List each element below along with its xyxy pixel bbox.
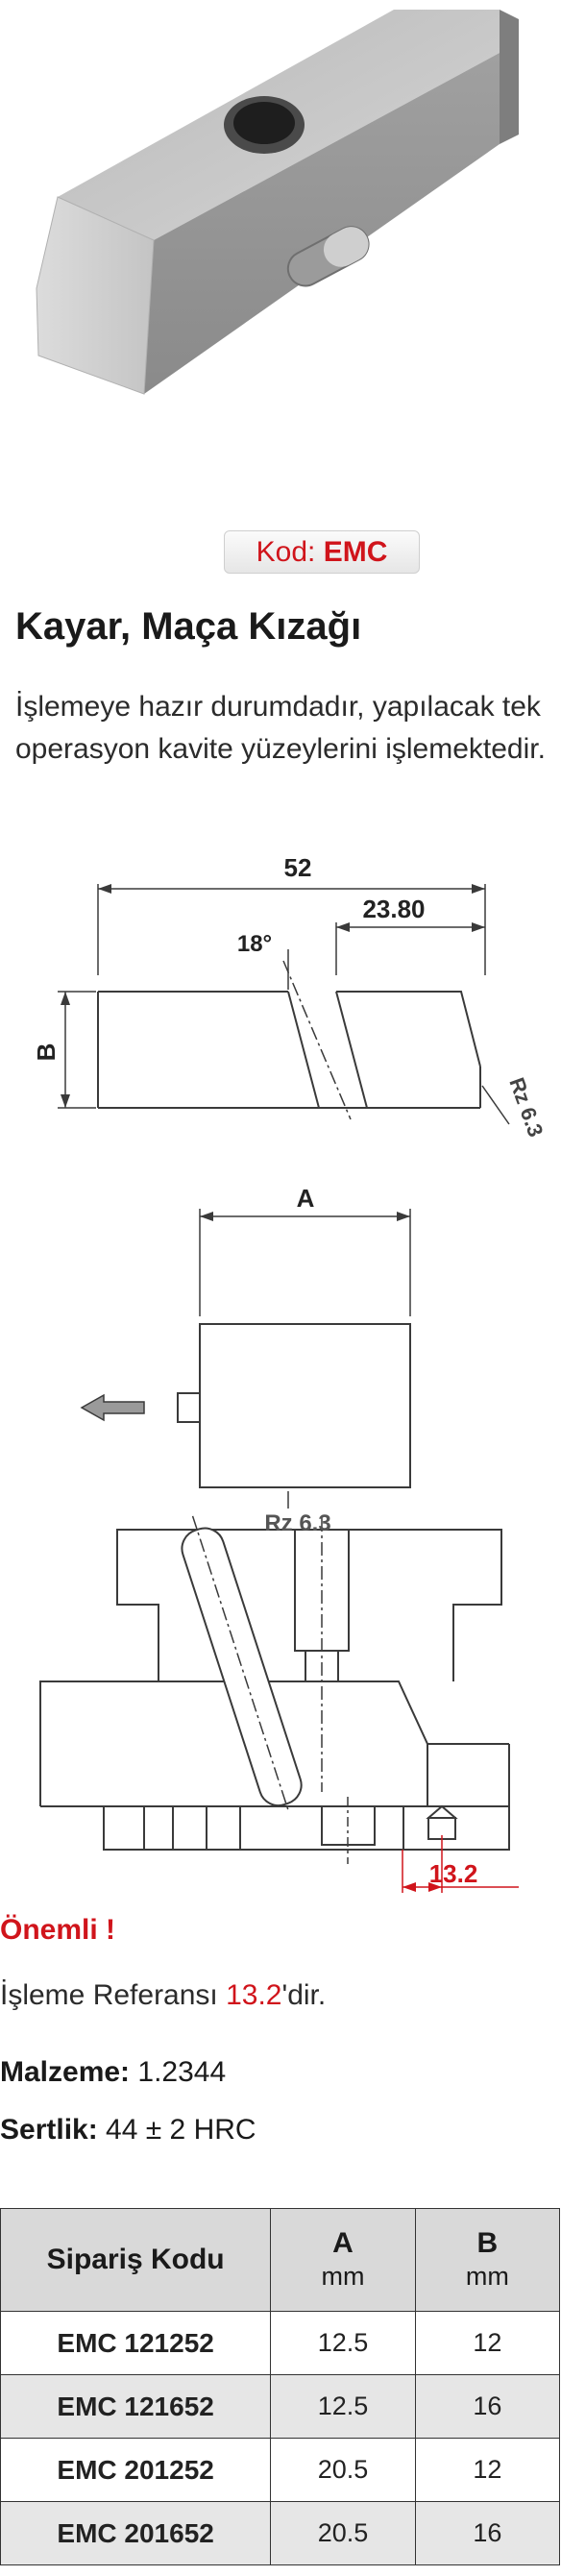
side-view-drawing (58, 884, 510, 1125)
hardness-line: Sertlik: 44 ± 2 HRC (0, 2114, 256, 2147)
header-b-unit: mm (465, 2262, 509, 2291)
dim-23-80-label: 23.80 (362, 895, 425, 923)
material-label: Malzeme: (0, 2056, 131, 2088)
rz-side-label: Rz 6.3 (504, 1074, 548, 1140)
ref-value: 13.2 (226, 1979, 282, 2011)
header-b-label: B (476, 2227, 499, 2259)
ref-suffix: 'dir. (281, 1979, 327, 2011)
header-order-code: Sipariş Kodu (0, 2208, 272, 2312)
row-code: EMC 201652 (0, 2501, 272, 2565)
code-label: Kod: (256, 536, 316, 568)
assembly-section-drawing (39, 1515, 519, 1893)
product-title: Kayar, Maça Kızağı (15, 605, 362, 648)
row-a: 12.5 (270, 2374, 416, 2439)
product-code-badge: Kod: EMC (224, 530, 420, 574)
row-a: 20.5 (270, 2501, 416, 2565)
row-b: 12 (414, 2438, 561, 2502)
table-row: EMC 201252 20.5 12 (0, 2438, 561, 2502)
row-code: EMC 201252 (0, 2438, 272, 2502)
angle-label: 18° (237, 931, 272, 957)
rz-bottom-label: Rz 6.3 (264, 1510, 330, 1536)
row-b: 16 (414, 2501, 561, 2565)
hardness-label: Sertlik: (0, 2114, 98, 2146)
product-photo (36, 10, 519, 395)
hardness-value: 44 ± 2 HRC (97, 2114, 256, 2146)
row-b: 16 (414, 2374, 561, 2439)
code-value: EMC (323, 536, 388, 568)
important-heading: Önemli ! (0, 1914, 116, 1946)
header-a-label: A (332, 2227, 354, 2259)
end-view-drawing (80, 1209, 411, 1509)
header-a-unit: mm (321, 2262, 365, 2291)
row-a: 20.5 (270, 2438, 416, 2502)
material-value: 1.2344 (130, 2056, 227, 2088)
product-description: İşlemeye hazır durumdadır, yapılacak tek… (15, 691, 546, 765)
row-b: 12 (414, 2311, 561, 2375)
dim-13-2-label: 13.2 (429, 1859, 478, 1888)
machining-reference: İşleme Referansı 13.2'dir. (0, 1979, 326, 2012)
table-row: EMC 201652 20.5 16 (0, 2501, 561, 2565)
table-row: EMC 121652 12.5 16 (0, 2374, 561, 2439)
row-code: EMC 121652 (0, 2374, 272, 2439)
dim-b-label: B (32, 1043, 61, 1062)
technical-drawing: 52 23.80 18° B Rz 6.3 A Rz 6.3 13.2 (32, 853, 549, 1893)
row-a: 12.5 (270, 2311, 416, 2375)
ref-prefix: İşleme Referansı (0, 1979, 227, 2011)
dim-52-label: 52 (284, 853, 312, 882)
table-row: EMC 121252 12.5 12 (0, 2311, 561, 2375)
row-code: EMC 121252 (0, 2311, 272, 2375)
material-line: Malzeme: 1.2344 (0, 2056, 226, 2089)
dim-a-label: A (297, 1184, 315, 1213)
